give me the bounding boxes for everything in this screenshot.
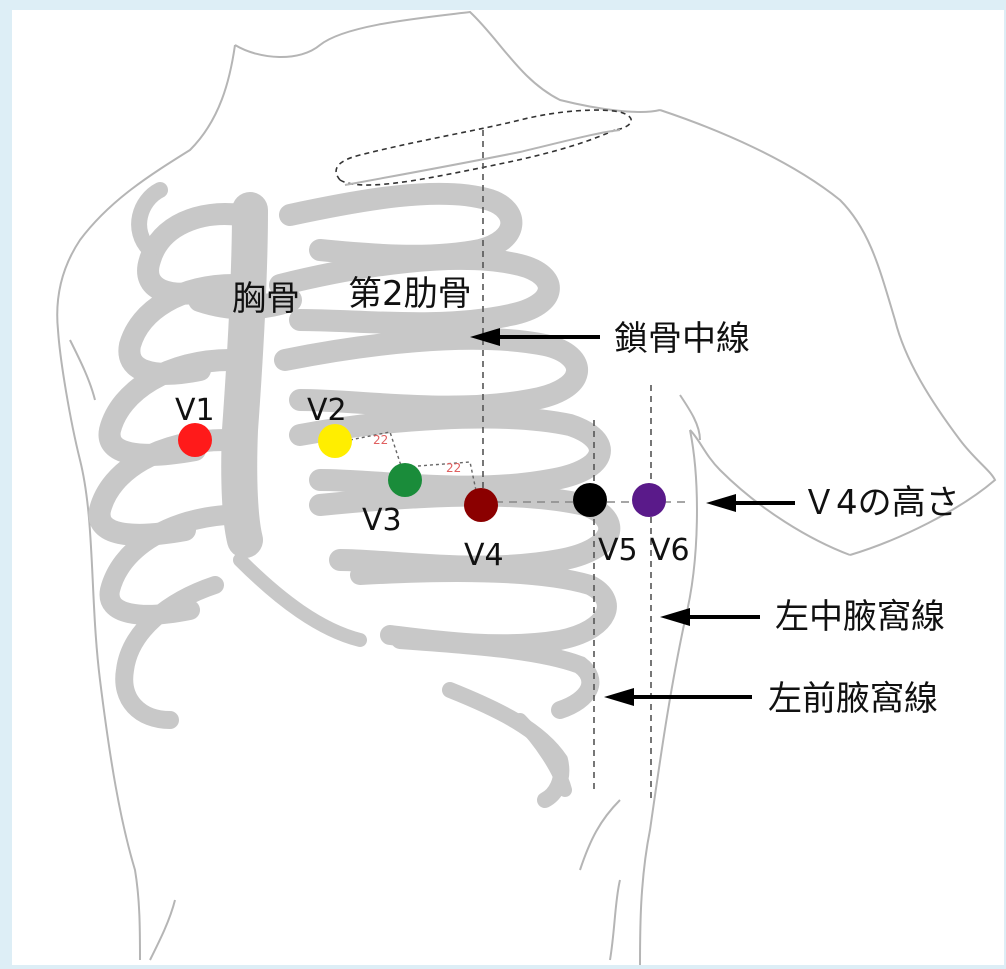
v1-label: V1 <box>175 393 215 428</box>
left-mid-axillary-line-label: 左中腋窩線 <box>775 597 945 637</box>
v3-electrode <box>388 463 422 497</box>
svg-text:22: 22 <box>373 433 388 447</box>
v5-label: V5 <box>598 533 638 568</box>
clavicle-outline <box>336 110 631 185</box>
midclavicular-line-label: 鎖骨中線 <box>614 319 750 359</box>
svg-text:22: 22 <box>446 461 461 475</box>
v4-electrode <box>464 488 498 522</box>
v5-electrode <box>573 483 607 517</box>
v2-label: V2 <box>307 393 347 428</box>
sternum-label: 胸骨 <box>232 279 300 319</box>
chest-diagram: 22 22 V1 V2 V3 V4 V5 V6 胸骨 第2肋骨 鎖骨中線 Ｖ4の… <box>12 10 1004 965</box>
v3-label: V3 <box>362 503 402 538</box>
v6-label: V6 <box>650 533 690 568</box>
v2-electrode <box>318 424 352 458</box>
left-anterior-axillary-line-label: 左前腋窩線 <box>768 679 938 719</box>
diagram-frame: 22 22 V1 V2 V3 V4 V5 V6 胸骨 第2肋骨 鎖骨中線 Ｖ4の… <box>12 10 1004 965</box>
v4-level-label: Ｖ4の高さ <box>802 483 960 523</box>
second-rib-label: 第2肋骨 <box>348 274 472 314</box>
v4-label: V4 <box>464 538 504 573</box>
v6-electrode <box>632 483 666 517</box>
v1-electrode <box>178 423 212 457</box>
